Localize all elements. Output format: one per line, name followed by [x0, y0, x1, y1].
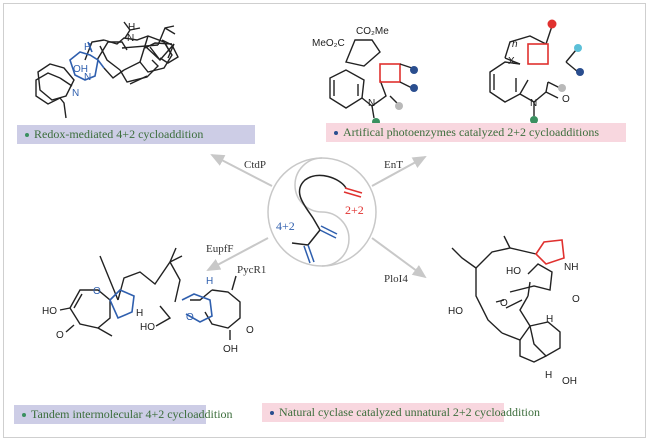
- atom-ho-mid: HO: [140, 322, 155, 333]
- atom-n-oxide: N: [84, 72, 91, 83]
- arrow-label-ent: EnT: [384, 159, 403, 171]
- caption-text: Artifical photoenzymes catalyzed 2+2 cyc…: [343, 125, 600, 139]
- bullet-icon: [334, 131, 338, 135]
- bullet-icon: [270, 411, 274, 415]
- atom-h-mid: H: [136, 308, 143, 319]
- arrow-ploi4: [371, 237, 427, 279]
- molecule-top-right-1: [329, 39, 418, 126]
- caption-text: Redox-mediated 4+2 cycloaddition: [34, 127, 204, 141]
- atom-n-ring: N: [72, 88, 79, 99]
- arrow-label-ctdp: CtdP: [244, 159, 266, 171]
- molecule-bottom-left: [59, 247, 241, 340]
- bullet-icon: [22, 413, 26, 417]
- arrow-ent: [371, 156, 427, 187]
- caption-text: Natural cyclase catalyzed unnatural 2+2 …: [279, 405, 540, 419]
- atom-x: X: [508, 56, 515, 67]
- atom-n-subscript: n: [512, 39, 518, 50]
- atom-meo2c: MeO₂C: [312, 38, 345, 49]
- atom-ho-left: HO: [42, 306, 57, 317]
- center-substrate: 4+2 2+2: [267, 157, 377, 267]
- arrow-label-eupff: EupfF: [206, 243, 234, 255]
- atom-h-right: H: [206, 276, 213, 287]
- atom-co2me: CO₂Me: [356, 26, 389, 37]
- caption-bottom-left: Tandem intermolecular 4+2 cycloaddition: [14, 405, 233, 424]
- atom-oh-blue: OH: [73, 64, 88, 75]
- caption-top-left: Redox-mediated 4+2 cycloaddition: [17, 125, 255, 144]
- center-label-2plus2: 2+2: [345, 203, 364, 217]
- center-label-4plus2: 4+2: [276, 219, 295, 233]
- arrow-label-ploi4: PloI4: [384, 273, 408, 285]
- caption-text: Tandem intermolecular 4+2 cycloaddition: [31, 407, 233, 421]
- arrow-eupff-pycr1: [206, 237, 269, 271]
- molecule-top-left: [35, 25, 179, 119]
- atom-h-blue: H: [84, 42, 91, 53]
- arrow-ctdp: [210, 154, 273, 187]
- atom-h-indole: H: [128, 22, 135, 33]
- atom-n-indoline: N: [368, 98, 375, 109]
- molecule-top-left-ring: [37, 63, 75, 101]
- atom-nh: NH: [564, 262, 578, 273]
- atom-o-ring-right: O: [186, 312, 194, 323]
- caption-top-right: Artifical photoenzymes catalyzed 2+2 cyc…: [326, 123, 626, 142]
- arrow-label-pycr1: PycR1: [237, 264, 266, 276]
- atom-oh-right: OH: [223, 344, 238, 355]
- atom-o-keto-right: O: [246, 325, 254, 336]
- atom-ho-enol: HO: [506, 266, 521, 277]
- molecule-top-right-2: [489, 19, 584, 124]
- atom-o-ketone: O: [500, 298, 508, 309]
- atom-h-top: H: [546, 314, 553, 325]
- bullet-icon: [25, 133, 29, 137]
- atom-h-bottom: H: [545, 370, 552, 381]
- atom-n-quinolinone: N: [530, 98, 537, 109]
- atom-o-quinolinone: O: [562, 94, 570, 105]
- atom-o-ring-left: O: [93, 286, 101, 297]
- atom-o-keto-left: O: [56, 330, 64, 341]
- caption-bottom-right: Natural cyclase catalyzed unnatural 2+2 …: [262, 403, 540, 422]
- atom-o-lactam: O: [572, 294, 580, 305]
- molecule-bottom-right: [451, 235, 565, 363]
- atom-n-indole: N: [127, 33, 134, 44]
- molecule-top-left-blue: [69, 41, 105, 81]
- atom-ho-side: HO: [448, 306, 463, 317]
- atom-oh-bottom: OH: [562, 376, 577, 387]
